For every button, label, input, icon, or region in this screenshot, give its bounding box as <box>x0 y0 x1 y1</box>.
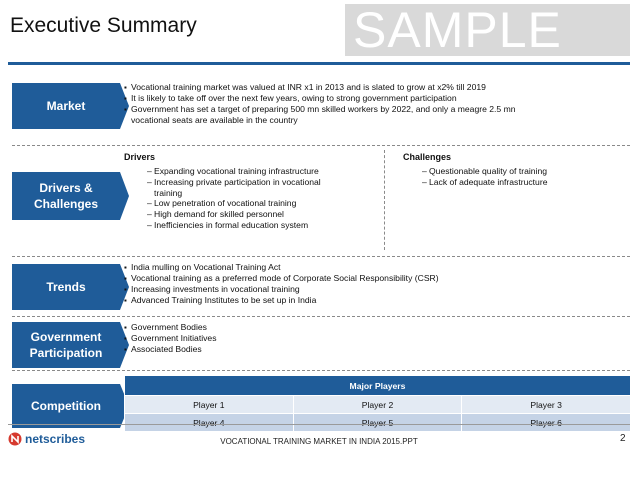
driver-item: Low penetration of vocational training <box>147 198 379 209</box>
driver-item: Increasing private participation in voca… <box>147 177 379 188</box>
table-cell: Player 1 <box>124 395 294 414</box>
challenges-list: Questionable quality of training Lack of… <box>422 166 630 188</box>
driver-item-continuation: training <box>154 187 183 198</box>
netscribes-logo-icon <box>8 432 22 446</box>
trend-bullet: Increasing investments in vocational tra… <box>124 284 629 295</box>
logo-text: netscribes <box>25 432 86 446</box>
label-competition-text: Competition <box>31 398 101 413</box>
label-market: Market <box>12 83 129 129</box>
trend-bullet: Vocational training as a preferred mode … <box>124 273 629 284</box>
trend-bullet: India mulling on Vocational Training Act <box>124 262 629 273</box>
sample-watermark: SAMPLE <box>345 4 630 56</box>
government-bullets: Government Bodies Government Initiatives… <box>124 322 629 355</box>
major-players-header: Major Players <box>124 375 631 396</box>
label-trends: Trends <box>12 264 129 310</box>
government-bullet: Government Initiatives <box>124 333 629 344</box>
government-bullet: Associated Bodies <box>124 344 629 355</box>
label-market-text: Market <box>46 98 86 113</box>
section-divider <box>12 370 630 371</box>
page-number: 2 <box>620 433 626 444</box>
market-bullet: Government has set a target of preparing… <box>124 104 629 115</box>
table-cell: Player 6 <box>461 413 631 432</box>
section-divider <box>12 145 630 146</box>
driver-item: Inefficiencies in formal education syste… <box>147 220 379 231</box>
section-divider <box>12 256 630 257</box>
trends-bullets: India mulling on Vocational Training Act… <box>124 262 629 306</box>
netscribes-logo: netscribes <box>8 432 85 446</box>
label-competition: Competition <box>12 384 129 428</box>
market-bullet: Vocational training market was valued at… <box>124 82 629 93</box>
government-bullet: Government Bodies <box>124 322 629 333</box>
section-divider <box>12 316 630 317</box>
table-cell: Player 5 <box>292 413 463 432</box>
footer-document-title: VOCATIONAL TRAINING MARKET IN INDIA 2015… <box>220 437 418 446</box>
market-bullet: It is likely to take off over the next f… <box>124 93 629 104</box>
column-divider <box>384 150 385 250</box>
label-government-line1: Government <box>30 329 102 344</box>
page-title: Executive Summary <box>10 14 197 37</box>
label-drivers-line2: Challenges <box>33 197 99 211</box>
table-cell: Player 2 <box>292 395 463 414</box>
label-drivers-challenges: Drivers & Challenges <box>12 172 129 220</box>
market-bullet-continuation: vocational seats are available in the co… <box>131 115 298 125</box>
label-trends-text: Trends <box>46 279 86 294</box>
drivers-heading: Drivers <box>124 152 156 162</box>
label-drivers-line1: Drivers & <box>39 180 93 195</box>
drivers-list: Expanding vocational training infrastruc… <box>147 166 379 231</box>
major-players-table: Major Players Player 1 Player 2 Player 3… <box>124 375 631 432</box>
driver-item: Expanding vocational training infrastruc… <box>147 166 379 177</box>
label-government-line2: Participation <box>29 346 103 360</box>
driver-item: High demand for skilled personnel <box>147 209 379 220</box>
trend-bullet: Advanced Training Institutes to be set u… <box>124 295 629 306</box>
footer-divider <box>8 424 630 425</box>
market-bullets: Vocational training market was valued at… <box>124 82 629 126</box>
table-cell: Player 3 <box>461 395 631 414</box>
table-cell: Player 4 <box>124 413 294 432</box>
table-row: Player 1 Player 2 Player 3 <box>124 395 631 414</box>
challenge-item: Questionable quality of training <box>422 166 630 177</box>
table-row: Player 4 Player 5 Player 6 <box>124 413 631 432</box>
challenges-heading: Challenges <box>403 152 452 162</box>
challenge-item: Lack of adequate infrastructure <box>422 177 630 188</box>
title-divider <box>8 62 630 65</box>
